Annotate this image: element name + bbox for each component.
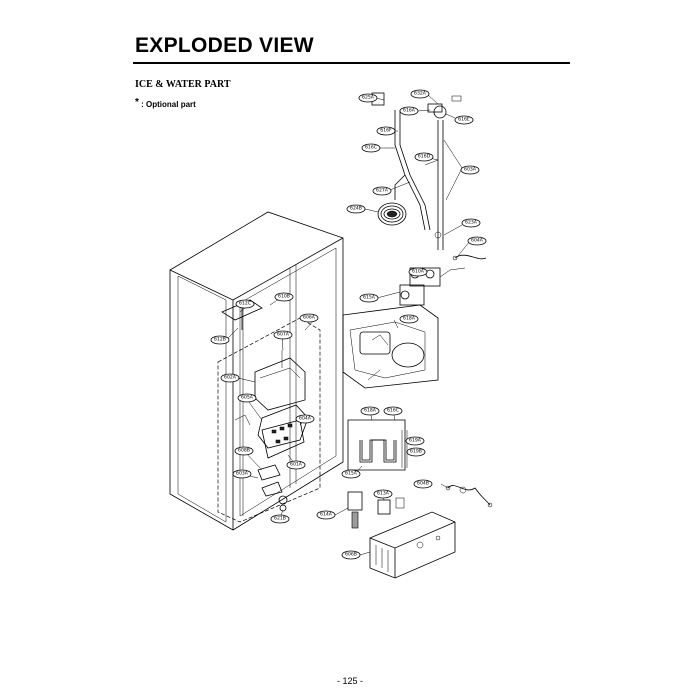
callout-615A-low: 615A <box>341 469 361 479</box>
water-valve <box>399 254 487 306</box>
svg-text:610B: 610B <box>278 294 290 300</box>
svg-text:619A: 619A <box>409 438 422 444</box>
callout-606A: 606A <box>299 313 319 323</box>
heater-assembly <box>347 419 408 471</box>
svg-text:606A: 606A <box>303 315 316 321</box>
callout-614A: 614A <box>316 510 336 520</box>
svg-text:616E: 616E <box>458 117 470 123</box>
svg-text:612B: 612B <box>214 337 226 343</box>
callout-623A: 623A <box>461 218 481 228</box>
callout-616C-top: 616C <box>361 143 381 153</box>
callout-618A-box: 618A <box>399 314 419 324</box>
callout-616C-mid: 616C <box>383 406 403 416</box>
svg-text:616C: 616C <box>387 408 399 414</box>
svg-text:616F: 616F <box>380 128 392 134</box>
svg-text:615A: 615A <box>345 471 358 477</box>
callout-613A: 613A <box>373 489 393 499</box>
water-tube-assembly <box>371 92 462 250</box>
callout-627A: 627A <box>372 186 392 196</box>
callout-612B: 612B <box>210 335 230 345</box>
callout-608B: 608B <box>234 446 254 456</box>
optional-star: * <box>135 97 139 108</box>
callout-610A: 610A <box>408 267 428 277</box>
svg-text:603A: 603A <box>236 471 249 477</box>
callout-603A: 603A <box>460 165 480 175</box>
svg-text:608B: 608B <box>238 448 250 454</box>
svg-text:625A: 625A <box>362 95 375 101</box>
svg-text:606B: 606B <box>345 552 357 558</box>
callout-610B: 610B <box>274 292 294 302</box>
page-title: EXPLODED VIEW <box>135 34 314 57</box>
leader-lines <box>225 94 471 556</box>
callout-607A: 607A <box>273 330 293 340</box>
refrigerator-cabinet <box>169 211 344 531</box>
svg-text:623A: 623A <box>465 220 478 226</box>
callout-619A: 619A <box>405 436 425 446</box>
svg-text:632A: 632A <box>414 91 427 97</box>
callout-604A-mid: 604A <box>295 414 315 424</box>
callout-604B: 604B <box>413 479 433 489</box>
svg-text:604A: 604A <box>299 416 312 422</box>
callout-616F: 616F <box>376 126 396 136</box>
ice-bucket-box <box>342 304 439 389</box>
callout-621B: 621B <box>270 514 290 524</box>
svg-text:602A: 602A <box>224 375 237 381</box>
svg-text:618A: 618A <box>364 408 377 414</box>
svg-text:601A: 601A <box>290 462 303 468</box>
optional-part-note: * : Optional part <box>135 97 196 110</box>
svg-text:610A: 610A <box>412 269 425 275</box>
optional-note-text: : Optional part <box>141 100 196 109</box>
wire-harness <box>445 485 493 508</box>
svg-text:615A: 615A <box>363 295 376 301</box>
svg-text:607A: 607A <box>277 332 290 338</box>
svg-text:624B: 624B <box>350 206 362 212</box>
callout-625A: 625A <box>358 93 378 103</box>
callout-605A: 605A <box>237 393 257 403</box>
svg-text:614A: 614A <box>320 512 333 518</box>
svg-text:612C: 612C <box>239 301 251 307</box>
svg-text:618A: 618A <box>403 316 416 322</box>
title-rule <box>133 62 570 64</box>
svg-text:605A: 605A <box>241 395 254 401</box>
tubing-coil <box>377 202 407 226</box>
callout-612C: 612C <box>235 299 255 309</box>
callout-618A-heater: 618A <box>360 406 380 416</box>
svg-text:627A: 627A <box>376 188 389 194</box>
callout-603A-low: 603A <box>232 469 252 479</box>
callout-615A: 615A <box>359 293 379 303</box>
svg-text:604B: 604B <box>417 481 429 487</box>
svg-text:604A: 604A <box>471 238 484 244</box>
page-number: - 125 - <box>336 676 363 686</box>
callout-601A: 601A <box>286 460 306 470</box>
section-title: ICE & WATER PART <box>135 79 231 90</box>
svg-text:619B: 619B <box>410 449 422 455</box>
callout-616D: 616D <box>414 152 434 162</box>
svg-text:616C: 616C <box>365 145 377 151</box>
control-box <box>347 491 456 579</box>
callout-619B: 619B <box>406 447 426 457</box>
svg-text:616A: 616A <box>403 108 416 114</box>
svg-text:613A: 613A <box>377 491 390 497</box>
svg-text:603A: 603A <box>464 167 477 173</box>
callout-632A: 632A <box>410 89 430 99</box>
callout-602A: 602A <box>220 373 240 383</box>
callout-616A: 616A <box>399 106 419 116</box>
ice-maker-parts <box>221 299 309 512</box>
svg-text:621B: 621B <box>274 516 286 522</box>
callout-616E: 616E <box>454 115 474 125</box>
callout-604A-top: 604A <box>467 236 487 246</box>
svg-text:616D: 616D <box>418 154 431 160</box>
callout-606B: 606B <box>341 550 361 560</box>
callout-624B: 624B <box>346 204 366 214</box>
